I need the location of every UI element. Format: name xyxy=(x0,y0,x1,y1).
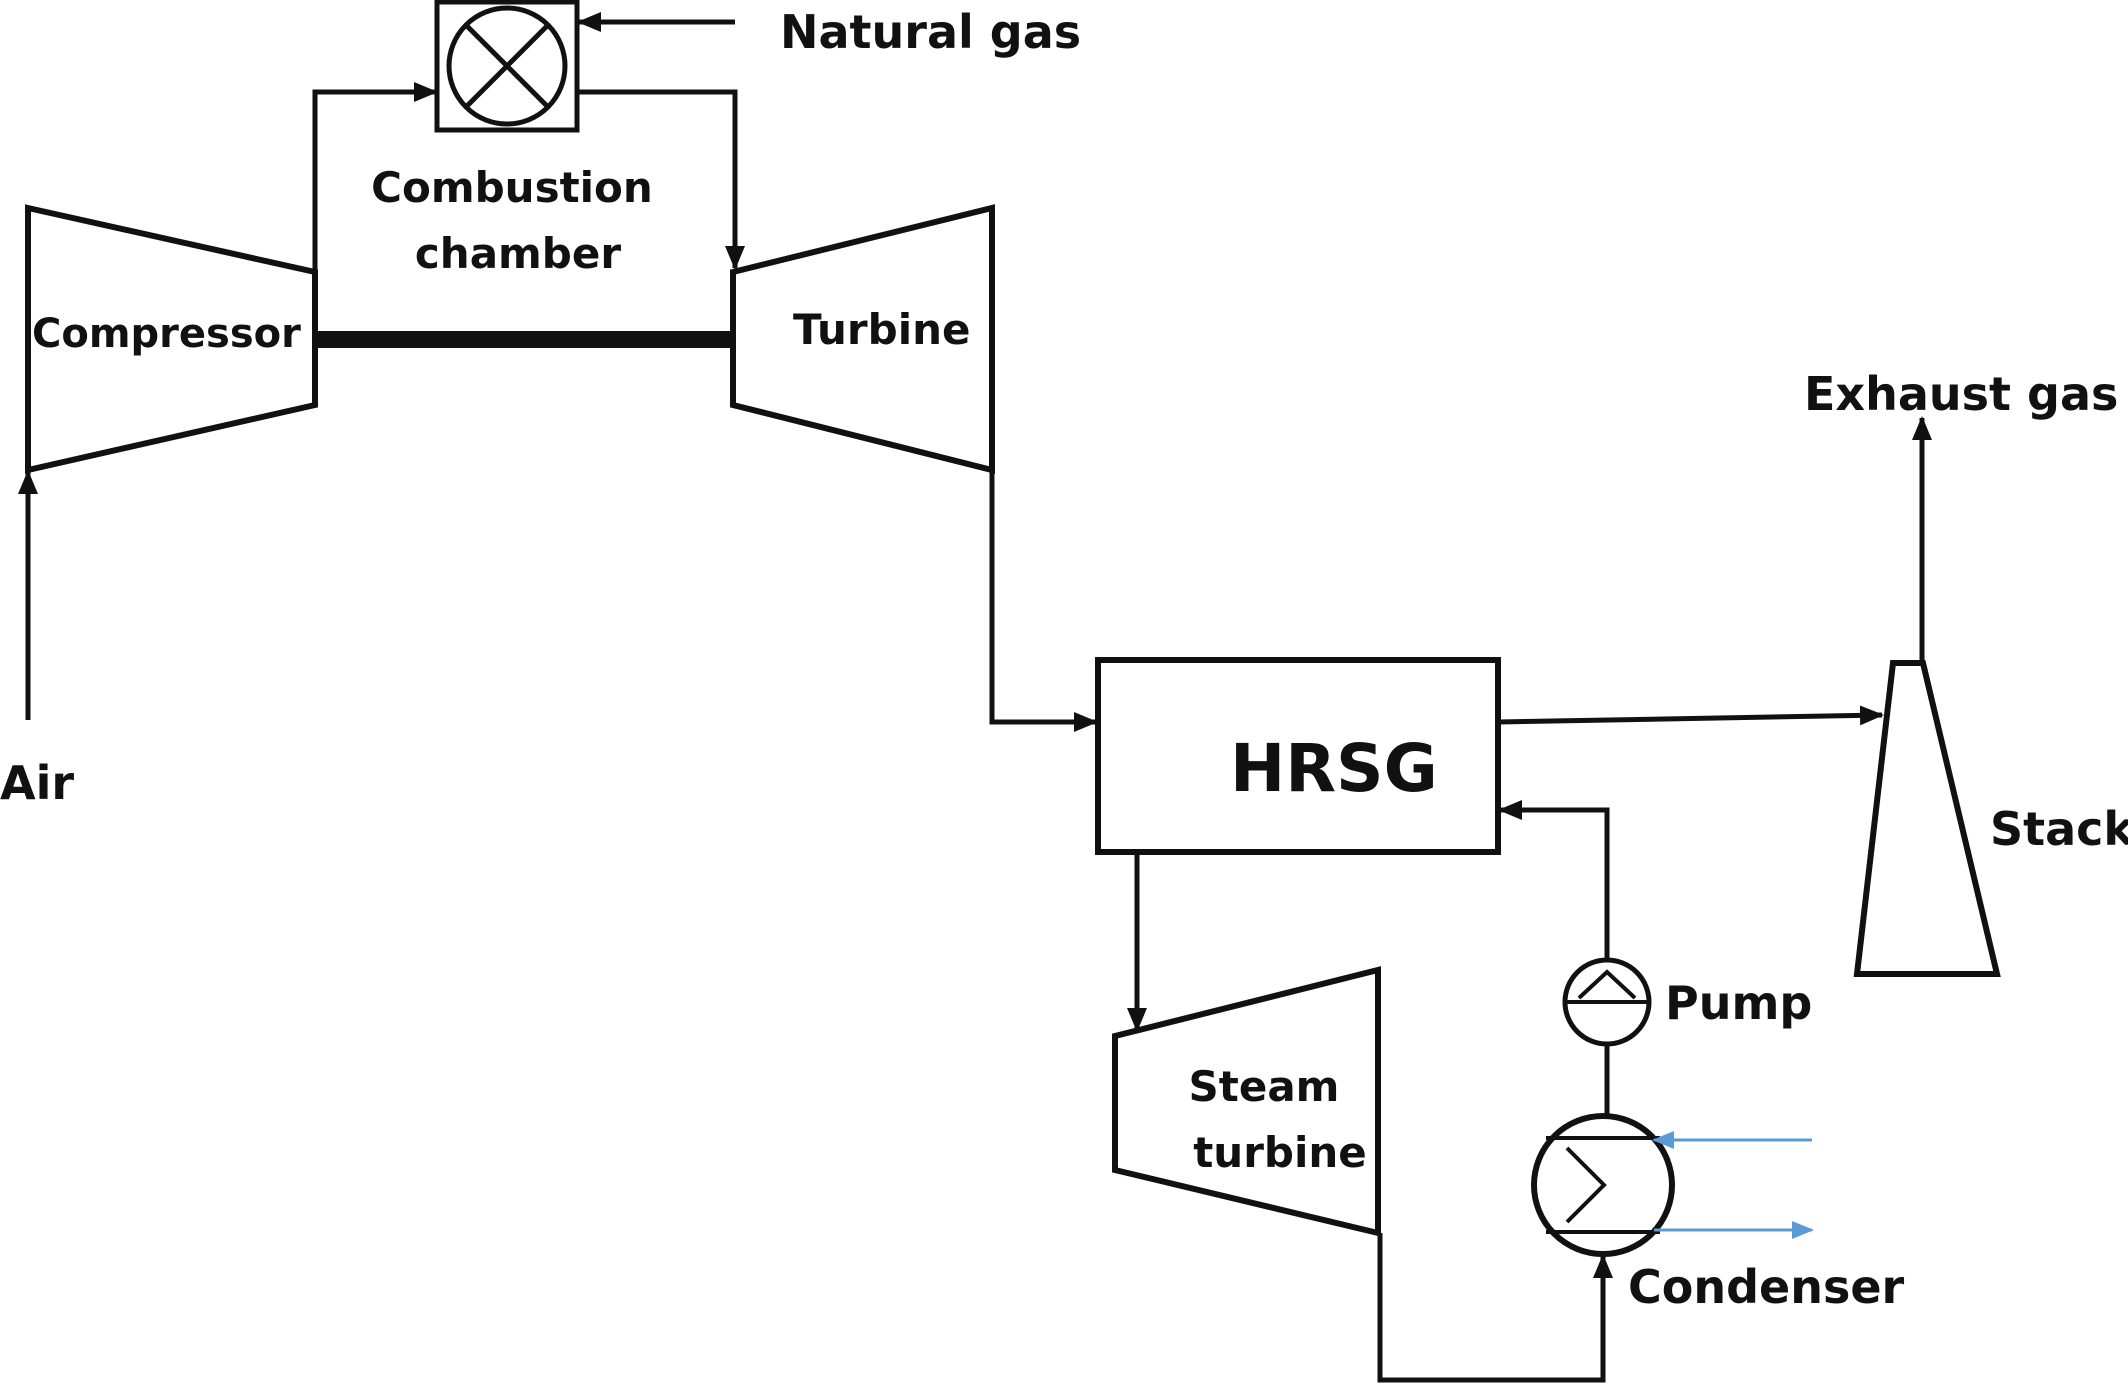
hrsg-label: HRSG xyxy=(1230,730,1438,807)
hrsg-box xyxy=(1095,657,1501,855)
compressor-to-combustor-line xyxy=(312,82,438,272)
air-label: Air xyxy=(0,756,74,810)
combustion-chamber-symbol xyxy=(434,0,580,133)
shaft xyxy=(315,331,733,348)
pump-label: Pump xyxy=(1665,976,1812,1030)
combustion-chamber-label-line2: chamber xyxy=(415,229,621,278)
condenser-label: Condenser xyxy=(1628,1260,1905,1314)
stack-label: Stack xyxy=(1990,802,2128,856)
steam-turbine-label-line2: turbine xyxy=(1193,1128,1367,1177)
turbine-label: Turbine xyxy=(793,305,971,354)
compressor-shape xyxy=(25,204,318,474)
exhaust-gas-label: Exhaust gas xyxy=(1804,367,2118,421)
compressor-label: Compressor xyxy=(32,311,301,357)
pump-to-hrsg-line xyxy=(1498,800,1610,960)
natural-gas-label: Natural gas xyxy=(780,5,1081,59)
stack-shape xyxy=(1853,660,2001,977)
combustor-to-turbine-line xyxy=(578,89,745,270)
combustion-chamber-label-line1: Combustion xyxy=(371,163,653,212)
steam-turbine-label-line1: Steam xyxy=(1189,1062,1340,1111)
steam-turbine-to-condenser-line xyxy=(1377,1233,1613,1383)
hrsg-to-stack-arrow xyxy=(1497,705,1884,726)
pump-symbol xyxy=(1562,957,1652,1047)
turbine-to-hrsg-line xyxy=(989,470,1098,732)
condenser-symbol xyxy=(1531,1113,1675,1257)
